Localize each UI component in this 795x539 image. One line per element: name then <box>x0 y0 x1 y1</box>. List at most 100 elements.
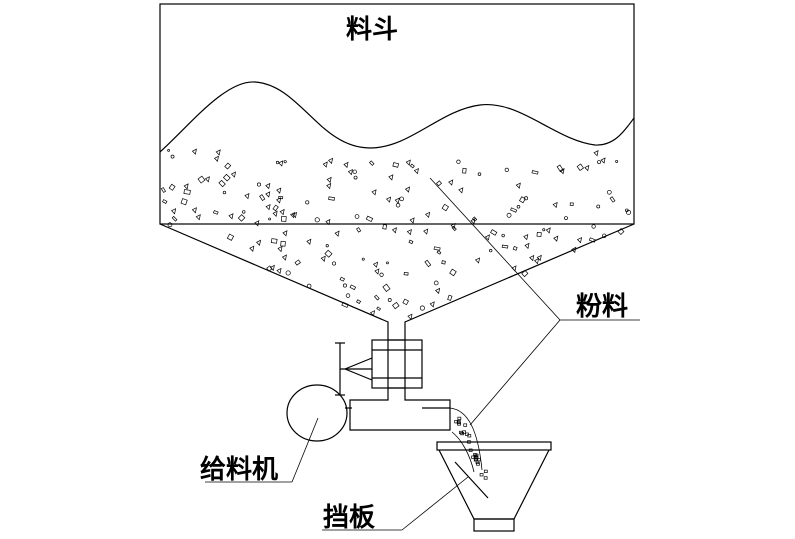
powder-particle <box>270 238 278 244</box>
powder-particle <box>191 207 197 214</box>
powder-particle <box>215 149 221 156</box>
powder-particle <box>479 473 484 477</box>
powder-particle <box>160 187 167 193</box>
powder-particle <box>222 190 227 195</box>
powder-particle <box>571 246 577 254</box>
powder-particle <box>512 246 518 251</box>
powder-particle <box>230 171 236 178</box>
powder-particle <box>249 245 255 252</box>
powder-particle <box>542 228 546 232</box>
label-baffle: 挡板 <box>323 503 375 533</box>
powder-particle <box>197 175 206 184</box>
powder-particle <box>483 476 488 480</box>
powder-particle <box>457 416 462 421</box>
powder-particle <box>448 179 454 186</box>
powder-particle <box>394 197 400 204</box>
powder-particle <box>368 160 375 166</box>
powder-particle <box>328 196 335 201</box>
powder-particle <box>391 227 397 234</box>
powder-particle <box>456 420 461 424</box>
powder-particle <box>441 260 446 265</box>
powder-particle <box>467 434 472 438</box>
powder-particle <box>371 189 377 196</box>
powder-particle <box>617 228 625 235</box>
powder-particle <box>306 283 312 289</box>
powder-particle <box>454 420 459 424</box>
powder-particle <box>472 216 478 222</box>
powder-particle <box>405 159 411 166</box>
powder-particle <box>387 298 392 302</box>
powder-particle <box>564 216 568 220</box>
powder-particle <box>361 257 365 261</box>
powder-particle <box>167 148 170 152</box>
powder-particle <box>533 258 540 265</box>
powder-particle <box>553 235 559 242</box>
powder-particle <box>347 168 353 176</box>
powder-particle <box>376 306 382 311</box>
powder-particle <box>456 159 461 164</box>
powder-particle <box>265 203 271 211</box>
powder-particle <box>435 287 441 295</box>
powder-particle <box>468 448 473 452</box>
powder-particle <box>467 440 471 444</box>
powder-particle <box>222 173 231 182</box>
powder-particle <box>285 270 291 276</box>
powder-particle <box>609 196 616 203</box>
powder-particle <box>474 257 481 264</box>
powder-particle <box>183 189 191 195</box>
powder-particle <box>436 250 442 255</box>
powder-particle <box>356 299 362 304</box>
powder-particle <box>365 215 374 223</box>
powder-particle <box>167 222 173 228</box>
powder-particle <box>180 198 188 206</box>
powder-particle <box>279 208 285 216</box>
powder-particle <box>254 220 260 227</box>
powder-particle <box>576 236 583 244</box>
powder-particle <box>597 160 601 165</box>
powder-particle <box>458 187 464 194</box>
label-hopper: 料斗 <box>346 15 398 45</box>
powder-particle <box>343 161 349 169</box>
motor <box>286 384 352 442</box>
powder-particle <box>569 202 574 206</box>
powder-particle <box>399 196 404 202</box>
powder-particle <box>259 194 266 202</box>
powder-particle <box>327 157 334 165</box>
powder-particle <box>237 214 246 222</box>
powder-particle <box>436 180 443 187</box>
powder-particle <box>441 203 449 212</box>
powder-particle <box>272 204 279 212</box>
powder-particle <box>326 176 332 184</box>
powder-particle <box>516 205 521 209</box>
powder-particle <box>281 254 287 261</box>
powder-particle <box>406 228 412 236</box>
powder-particle <box>447 294 453 301</box>
powder-particle <box>429 301 435 308</box>
powder-particle <box>463 423 468 427</box>
powder-particle <box>342 283 347 288</box>
handwheel <box>335 342 373 396</box>
powder-particle <box>545 227 551 234</box>
powder-particle <box>275 160 280 165</box>
powder-particle <box>523 233 529 241</box>
powder-particle <box>228 213 234 220</box>
powder-particle <box>204 176 210 183</box>
powder-particle <box>524 196 529 201</box>
powder-particle <box>332 261 337 266</box>
powder-particle <box>395 203 401 208</box>
powder-particle <box>506 212 512 218</box>
powder-particle <box>265 182 271 190</box>
leader-lines <box>205 177 640 531</box>
powder-particle <box>266 265 273 272</box>
powder-particle <box>511 265 517 272</box>
powder-particle <box>591 224 596 229</box>
powder-particle <box>385 196 392 203</box>
powder-particle <box>341 301 349 308</box>
powder-surface <box>159 81 635 153</box>
powder-particle <box>282 230 288 237</box>
powder-particle <box>290 211 296 219</box>
powder-particle <box>256 182 261 187</box>
powder-particle <box>356 227 362 233</box>
powder-particle <box>388 174 394 181</box>
powder-particle <box>392 162 400 168</box>
